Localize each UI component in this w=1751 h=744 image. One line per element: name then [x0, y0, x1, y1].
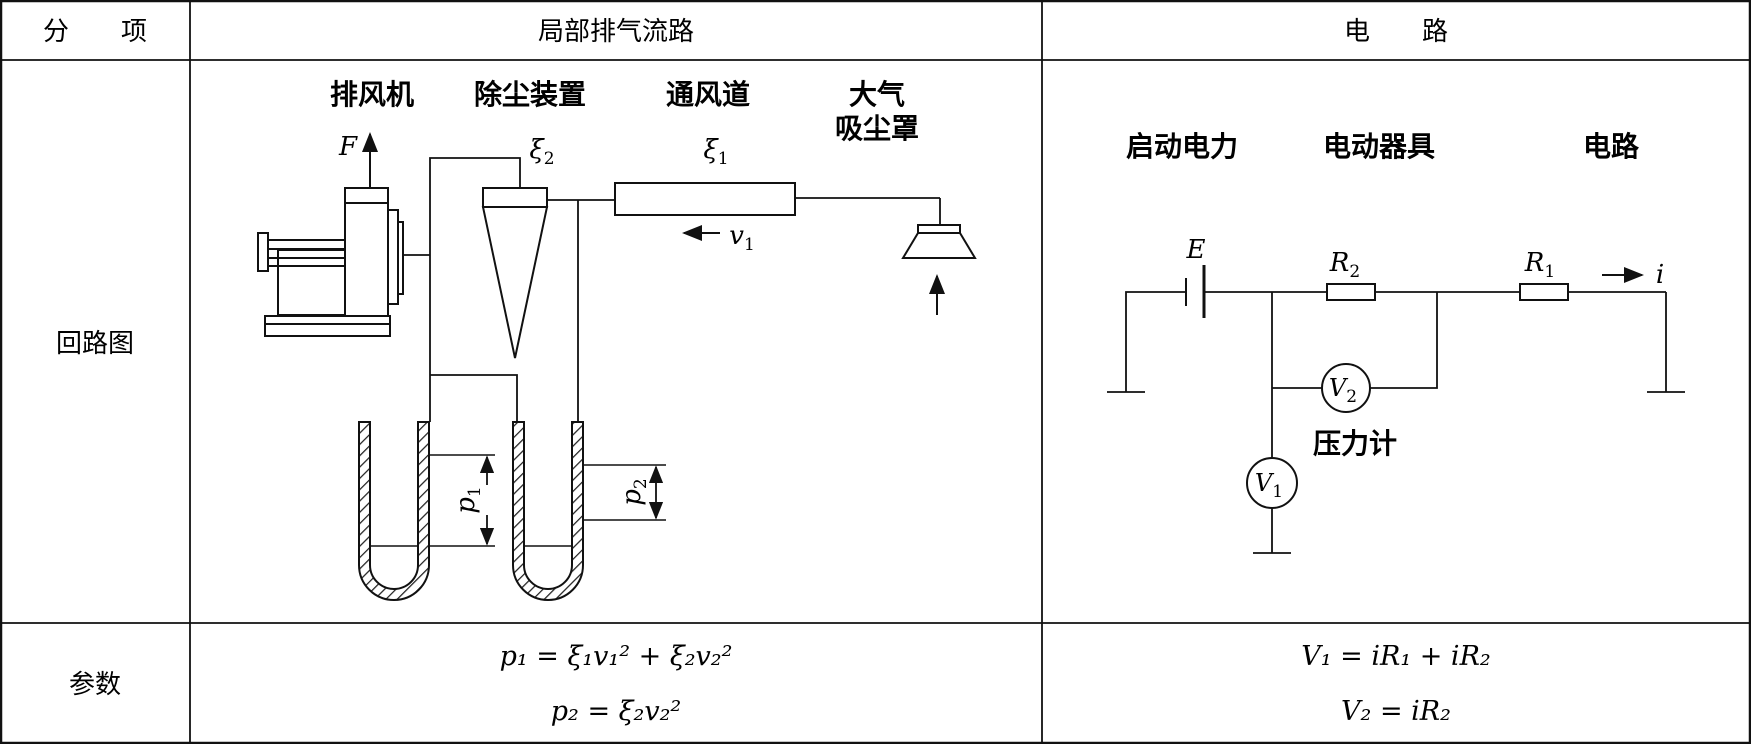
voltmeter-v1-icon [1246, 457, 1298, 509]
p1-symbol: p1 [451, 486, 485, 513]
hood-label: 吸尘罩 [835, 112, 919, 145]
p2-symbol: p2 [617, 478, 651, 505]
v1-symbol: V1 [1255, 469, 1283, 502]
header-exhaust-flow: 局部排气流路 [538, 17, 694, 47]
device-label: 电动器具 [1323, 130, 1435, 163]
circuit-wires [1107, 291, 1685, 554]
row-label-parameters: 参数 [69, 670, 121, 700]
resistor-r1-icon [1519, 283, 1569, 301]
row-label-loop-diagram: 回路图 [56, 329, 134, 359]
circuit-diagram: 启动电力 电动器具 电路 E R2 R1 [1107, 130, 1685, 554]
atmosphere-label: 大气 [849, 78, 905, 111]
power-label: 启动电力 [1126, 130, 1238, 163]
manometer-p2-icon [512, 421, 666, 601]
exhaust-diagram: 排风机 除尘装置 通风道 大气 吸尘罩 F ξ2 ξ1 [257, 78, 977, 601]
duct-label: 通风道 [666, 78, 750, 111]
exhaust-ducting [403, 157, 941, 375]
exhaust-equation-2: p₂ = ξ₂v₂² [551, 696, 682, 727]
hood-icon [901, 224, 977, 259]
v2-symbol: V2 [1329, 374, 1357, 407]
circuit-equation-1: V₁ = iR₁ + iR₂ [1301, 641, 1490, 672]
current-symbol: i [1656, 260, 1664, 290]
fan-icon [257, 187, 404, 337]
fan-label: 排风机 [330, 78, 414, 111]
dust-collector-icon [481, 187, 549, 359]
circuit-label: 电路 [1583, 130, 1640, 163]
exhaust-equation-1: p₁ = ξ₁v₁² + ξ₂v₂² [500, 641, 733, 672]
header-item: 分 项 [43, 17, 147, 47]
force-symbol: F [338, 132, 358, 162]
xi1-symbol: ξ1 [703, 135, 728, 169]
r1-symbol: R1 [1524, 248, 1555, 282]
r2-symbol: R2 [1329, 248, 1360, 282]
resistor-r2-icon [1326, 283, 1376, 301]
circuit-equation-2: V₂ = iR₂ [1341, 696, 1451, 727]
dust-collector-label: 除尘装置 [474, 78, 586, 111]
battery-icon [1185, 265, 1206, 318]
manometer-tubing [429, 200, 579, 422]
duct-icon [614, 182, 796, 216]
manometer-p1-icon [358, 421, 495, 601]
header-circuit: 电 路 [1344, 17, 1448, 47]
pressure-gauge-label: 压力计 [1313, 427, 1397, 460]
xi2-symbol: ξ2 [529, 135, 554, 169]
velocity-symbol: v1 [729, 221, 755, 255]
emf-symbol: E [1186, 235, 1206, 265]
voltmeter-v2-icon [1321, 363, 1371, 413]
